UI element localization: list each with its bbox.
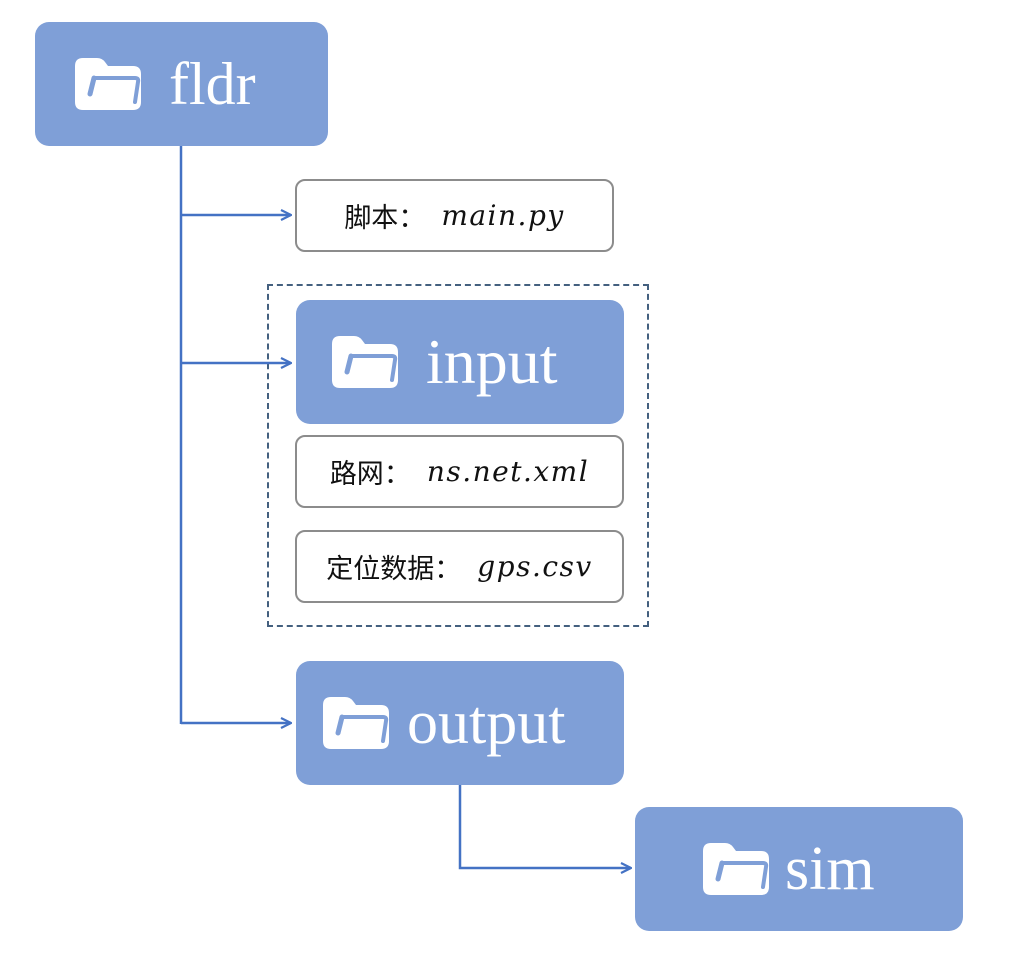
folder-icon (703, 843, 769, 895)
folder-input[interactable]: input (296, 300, 624, 424)
file-network-separator: ： (383, 459, 411, 490)
file-script-filename: main.py (441, 199, 565, 232)
file-script-separator: ： (398, 203, 426, 234)
file-script[interactable]: 脚本 ： main.py (295, 179, 614, 252)
folder-root[interactable]: fldr (35, 22, 328, 146)
folder-icon (75, 58, 141, 110)
connector-to-sim (458, 785, 631, 868)
file-gps-filename: gps.csv (477, 550, 593, 583)
folder-sim[interactable]: sim (635, 807, 963, 931)
folder-root-name: fldr (169, 51, 256, 117)
file-gps-label: 定位数据 (326, 554, 435, 585)
folder-input-name: input (426, 326, 558, 397)
file-network-filename: ns.net.xml (426, 455, 590, 488)
file-network-label: 路网 (329, 459, 384, 490)
file-script-label: 脚本 (344, 203, 399, 234)
input-group-box (267, 284, 649, 627)
file-network[interactable]: 路网 ： ns.net.xml (295, 435, 624, 508)
file-gps[interactable]: 定位数据 ： gps.csv (295, 530, 624, 603)
folder-output-name: output (407, 689, 566, 757)
folder-output[interactable]: output (296, 661, 624, 785)
folder-icon (332, 336, 398, 388)
file-gps-separator: ： (434, 554, 462, 585)
folder-sim-name: sim (785, 835, 875, 903)
folder-icon (323, 697, 389, 749)
